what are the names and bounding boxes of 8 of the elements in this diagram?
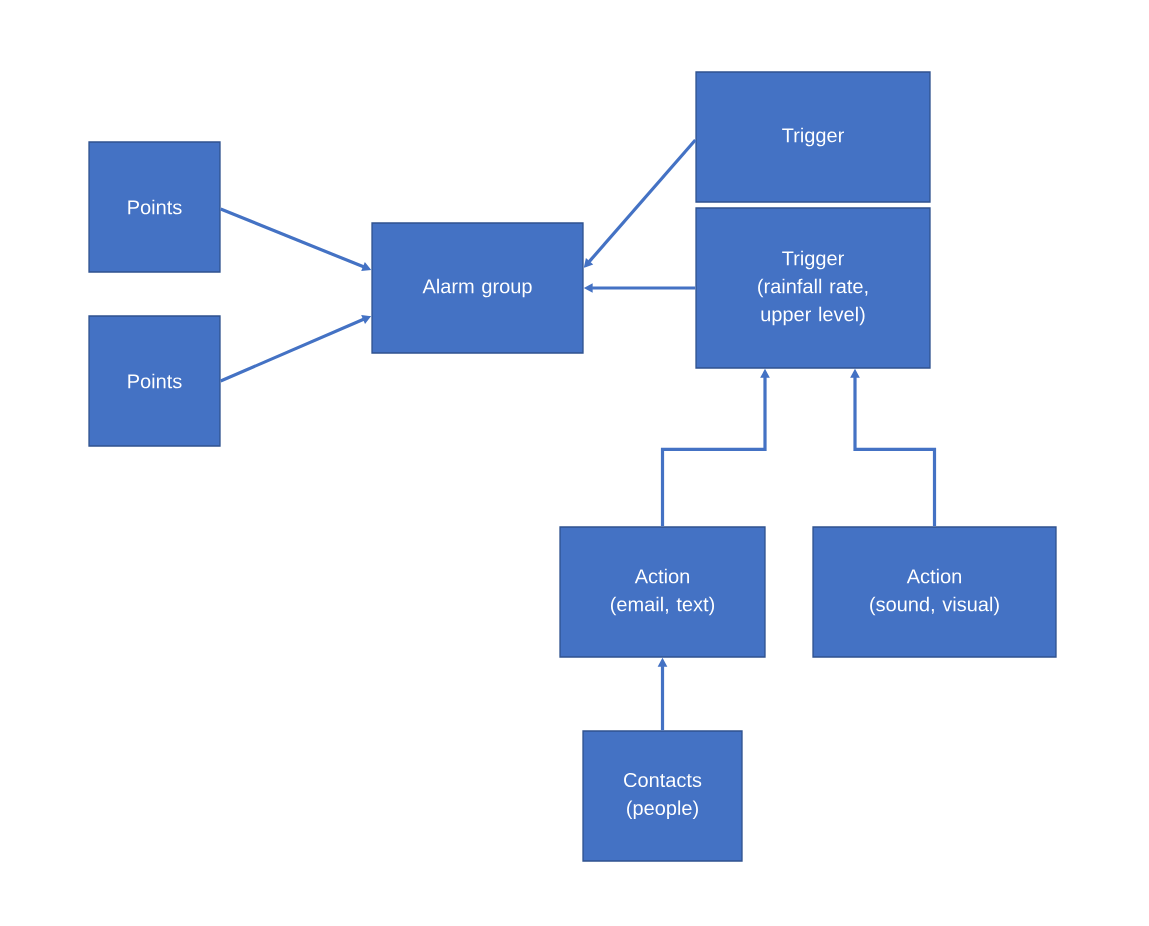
process-box: Action (sound, visual) xyxy=(812,526,1057,658)
process-box: Points xyxy=(88,141,221,273)
process-box: Contacts (people) xyxy=(582,730,743,862)
process-box: Trigger (rainfall rate, upper level) xyxy=(695,207,931,369)
process-box: Points xyxy=(88,315,221,447)
process-box: Action (email, text) xyxy=(559,526,766,658)
process-box: Trigger xyxy=(695,71,931,203)
process-box: Alarm group xyxy=(371,222,584,354)
